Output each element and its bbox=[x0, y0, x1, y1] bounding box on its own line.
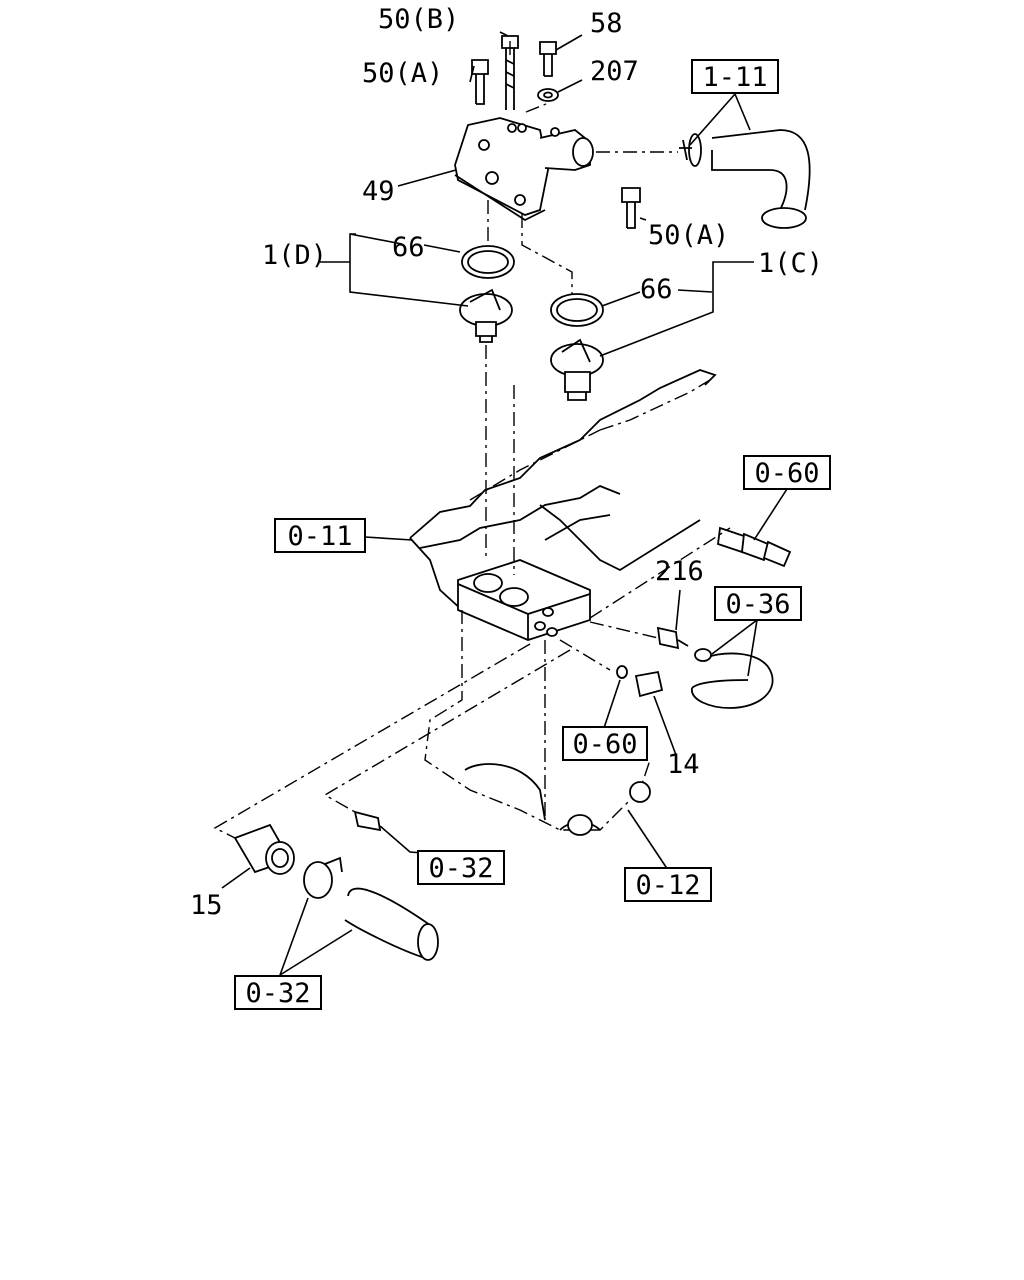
svg-text:0-11: 0-11 bbox=[287, 521, 352, 552]
ref-0-12: 0-12 bbox=[624, 867, 712, 902]
callout-1d: 1(D) bbox=[262, 240, 327, 271]
washer-207 bbox=[537, 88, 559, 102]
hose-lower bbox=[344, 887, 439, 961]
fitting-216 bbox=[656, 626, 689, 650]
ref-0-32-mid: 0-32 bbox=[417, 850, 505, 885]
cylinder-head bbox=[409, 369, 717, 611]
thermostat-housing bbox=[454, 117, 594, 222]
callout-66-left: 66 bbox=[392, 232, 425, 263]
thermostat-mount-block bbox=[457, 559, 591, 641]
bolt-50a-top bbox=[471, 59, 489, 105]
phantom-lines bbox=[213, 40, 731, 839]
drain-plug-14 bbox=[616, 665, 664, 698]
callout-14: 14 bbox=[667, 749, 700, 780]
sensor-top-right bbox=[717, 526, 792, 568]
svg-text:1-11: 1-11 bbox=[702, 62, 767, 93]
svg-text:0-36: 0-36 bbox=[725, 589, 790, 620]
o-ring-right bbox=[550, 293, 604, 327]
cylinder-block bbox=[424, 610, 651, 836]
ref-0-11: 0-11 bbox=[274, 518, 366, 553]
callout-58: 58 bbox=[590, 8, 623, 39]
thermostat-1d bbox=[459, 288, 513, 343]
ref-0-60-top: 0-60 bbox=[743, 455, 831, 490]
ref-0-60-mid: 0-60 bbox=[562, 726, 648, 761]
hose-upper bbox=[679, 129, 811, 229]
svg-text:0-32: 0-32 bbox=[245, 978, 310, 1009]
callout-207: 207 bbox=[590, 56, 639, 87]
svg-text:0-60: 0-60 bbox=[572, 729, 637, 760]
hose-bypass bbox=[691, 648, 774, 709]
callout-50b: 50(B) bbox=[378, 4, 459, 35]
clamp-bottom bbox=[303, 856, 343, 899]
pipe-15 bbox=[233, 823, 295, 875]
callout-216: 216 bbox=[655, 556, 704, 587]
svg-text:0-60: 0-60 bbox=[754, 458, 819, 489]
callout-15: 15 bbox=[190, 890, 223, 921]
bolt-50a-right bbox=[621, 187, 641, 229]
callout-1c: 1(C) bbox=[758, 248, 823, 279]
ref-1-11: 1-11 bbox=[691, 59, 779, 94]
o-ring-left bbox=[461, 245, 515, 279]
ref-0-36: 0-36 bbox=[714, 586, 802, 621]
callout-50a-right: 50(A) bbox=[648, 220, 729, 251]
callout-50a-top: 50(A) bbox=[362, 58, 443, 89]
svg-text:0-12: 0-12 bbox=[635, 870, 700, 901]
thermostat-1c bbox=[550, 338, 604, 401]
ref-0-32-bottom: 0-32 bbox=[234, 975, 322, 1010]
leader-lines bbox=[221, 31, 788, 976]
fitting-0-32-mid bbox=[353, 810, 382, 832]
svg-text:0-32: 0-32 bbox=[428, 853, 493, 884]
bolt-58 bbox=[539, 41, 557, 77]
callout-49: 49 bbox=[362, 176, 395, 207]
callout-66-right: 66 bbox=[640, 274, 673, 305]
